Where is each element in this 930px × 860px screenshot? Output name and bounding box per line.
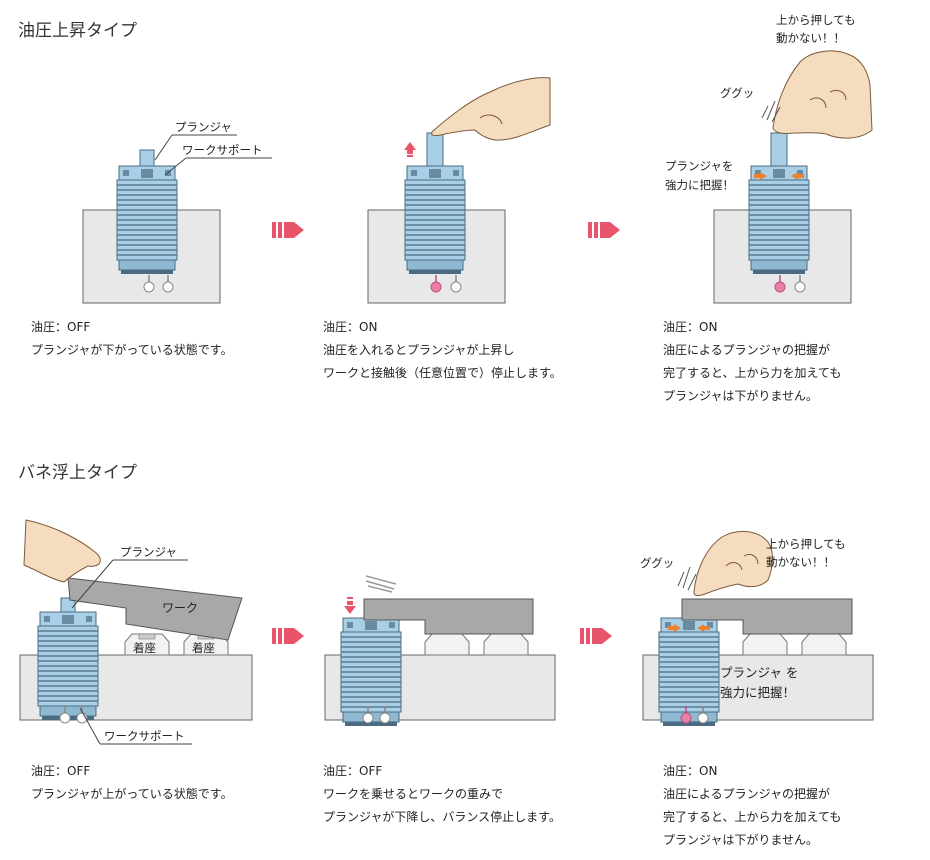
label-plunger: プランジャ: [120, 545, 177, 559]
step-arrow: [580, 628, 612, 644]
label-guggu: ググッ: [640, 556, 674, 570]
caption-status: 油圧：ON: [323, 320, 378, 334]
caption-status: 油圧：OFF: [323, 764, 383, 778]
label-push-line1: 上から押しても: [766, 537, 846, 551]
label-seat-2: 着座: [192, 641, 215, 655]
label-grip-line1: プランジャ を: [720, 665, 798, 680]
caption-line: ワークを乗せるとワークの重みで: [323, 787, 504, 801]
fist-icon: [772, 50, 873, 139]
caption-spring-locked: 油圧：ON 油圧によるプランジャの把握が 完了すると、上から力を加えても プラン…: [663, 760, 841, 852]
label-work-support: ワークサポート: [104, 729, 185, 743]
caption-line: ワークと接触後（任意位置で）停止します。: [323, 366, 562, 380]
diagram-hyd-locked: ググッ 上から押しても 動かない！！ プランジャを 強力に把握！: [665, 13, 873, 304]
label-guggu: ググッ: [720, 86, 754, 100]
caption-line: プランジャが下がっている状態です。: [31, 343, 233, 357]
label-grip-line2: 強力に把握！: [720, 685, 795, 700]
caption-spring-off: 油圧：OFF プランジャが上がっている状態です。: [31, 760, 233, 806]
label-push-line2: 動かない！！: [766, 555, 835, 569]
workpiece: [67, 577, 243, 641]
label-push-line2: 動かない！！: [776, 31, 845, 45]
hand-icon: [23, 519, 101, 583]
caption-line: プランジャが上がっている状態です。: [31, 787, 233, 801]
caption-status: 油圧：ON: [663, 764, 718, 778]
caption-status: 油圧：OFF: [31, 764, 91, 778]
down-arrow-icon: [344, 606, 356, 614]
caption-line: 油圧を入れるとプランジャが上昇し: [323, 343, 515, 357]
label-push-line1: 上から押しても: [776, 13, 856, 27]
caption-status: 油圧：ON: [663, 320, 718, 334]
up-arrow-icon: [404, 142, 416, 150]
label-plunger: プランジャ: [175, 120, 232, 134]
hand-icon: [431, 77, 551, 141]
caption-line: プランジャは下がりません。: [663, 389, 819, 403]
step-arrow: [272, 222, 304, 238]
diagram-hyd-off: プランジャ ワークサポート: [82, 120, 272, 304]
caption-status: 油圧：OFF: [31, 320, 91, 334]
caption-hyd-off: 油圧：OFF プランジャが下がっている状態です。: [31, 316, 233, 362]
diagram-spring-off: 着座 着座 ワーク プランジャ ワークサポート: [19, 519, 253, 745]
caption-spring-loaded: 油圧：OFF ワークを乗せるとワークの重みで プランジャが下降し、バランス停止し…: [323, 760, 561, 829]
label-grip-line1: プランジャを: [665, 159, 733, 173]
diagram-spring-loaded: [324, 575, 556, 727]
caption-hyd-locked: 油圧：ON 油圧によるプランジャの把握が 完了すると、上から力を加えても プラン…: [663, 316, 841, 408]
section-title-spring: バネ浮上タイプ: [18, 463, 137, 483]
section-title-hydraulic: 油圧上昇タイプ: [18, 21, 137, 41]
workpiece: [363, 598, 534, 635]
step-arrow: [588, 222, 620, 238]
diagram-hyd-on: [367, 77, 551, 304]
caption-line: 油圧によるプランジャの把握が: [663, 787, 831, 801]
caption-line: プランジャは下がりません。: [663, 833, 819, 847]
caption-line: プランジャが下降し、バランス停止します。: [323, 810, 561, 824]
step-arrow: [272, 628, 304, 644]
caption-line: 完了すると、上から力を加えても: [663, 366, 842, 380]
label-seat-1: 着座: [133, 641, 156, 655]
caption-line: 油圧によるプランジャの把握が: [663, 343, 831, 357]
label-work: ワーク: [162, 601, 198, 615]
workpiece: [681, 598, 853, 635]
diagram-spring-locked: ググッ 上から押しても 動かない！！ プランジャ を 強力に把握！: [640, 530, 874, 727]
label-grip-line2: 強力に把握！: [665, 178, 734, 192]
fist-icon: [693, 530, 773, 597]
label-work-support: ワークサポート: [182, 143, 263, 157]
caption-hyd-on: 油圧：ON 油圧を入れるとプランジャが上昇し ワークと接触後（任意位置で）停止し…: [323, 316, 562, 385]
caption-line: 完了すると、上から力を加えても: [663, 810, 842, 824]
